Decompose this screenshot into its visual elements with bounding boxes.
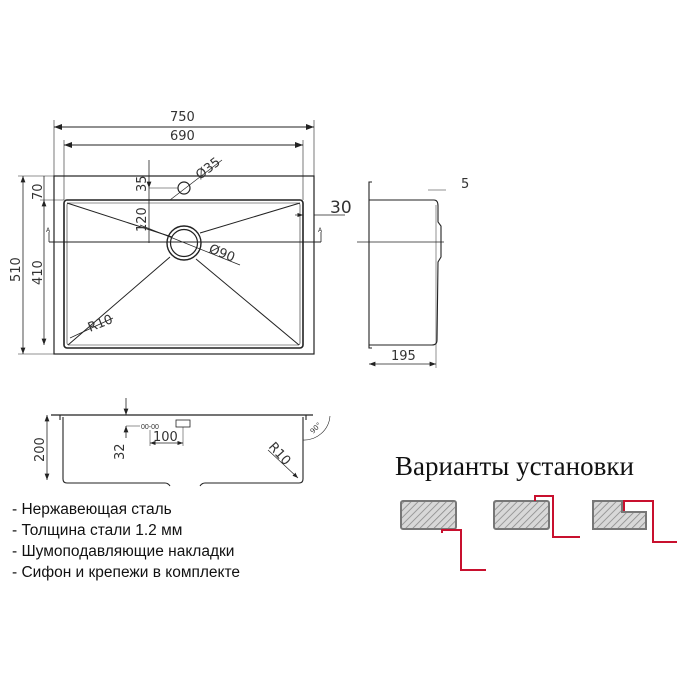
dim-overflow-offset: 32 bbox=[113, 443, 128, 460]
dim-overall-width: 750 bbox=[170, 110, 195, 125]
side-view bbox=[357, 181, 446, 368]
dim-faucet-offset: 35 bbox=[135, 175, 150, 192]
feature-item: - Толщина стали 1.2 мм bbox=[12, 522, 183, 539]
dim-rim-depth: 70 bbox=[31, 183, 46, 200]
feature-item: - Сифон и крепежи в комплекте bbox=[12, 564, 241, 581]
dim-flange: 5 bbox=[461, 177, 469, 192]
feature-item: - Шумоподавляющие накладки bbox=[12, 543, 235, 560]
top-view-labels: 750 690 Ø35 35 70 120 Ø90 510 410 R10 30… bbox=[9, 110, 352, 336]
install-variant-overmount bbox=[493, 495, 580, 538]
dim-section-radius: R10 bbox=[265, 440, 293, 469]
dim-rim-edge: 30 bbox=[330, 198, 352, 218]
section-view: 00-00 bbox=[44, 398, 331, 487]
dim-drain-offset: 120 bbox=[135, 207, 150, 232]
install-variant-undermount bbox=[400, 500, 486, 571]
dim-overflow-spacing: 100 bbox=[153, 430, 178, 445]
dim-drain: Ø90 bbox=[207, 242, 237, 266]
top-view bbox=[18, 120, 345, 355]
dim-corner-radius: R10 bbox=[86, 312, 115, 335]
section-mark-left: A bbox=[46, 227, 51, 234]
dim-angle: 90° bbox=[309, 421, 323, 435]
feature-item: - Нержавеющая сталь bbox=[12, 501, 172, 518]
svg-text:00-00: 00-00 bbox=[141, 424, 159, 431]
dim-overall-depth: 510 bbox=[9, 257, 24, 282]
side-view-labels: 5 195 bbox=[391, 177, 469, 364]
section-mark-right: A bbox=[318, 227, 323, 234]
install-variant-flush-mount bbox=[592, 500, 677, 543]
section-view-labels: 200 32 100 R10 90° bbox=[33, 421, 323, 469]
install-options-title: Варианты установки bbox=[395, 451, 634, 481]
dim-inner-depth: 410 bbox=[31, 260, 46, 285]
feature-list: - Нержавеющая сталь - Толщина стали 1.2 … bbox=[12, 499, 240, 583]
dim-side-depth: 195 bbox=[391, 349, 416, 364]
dim-inner-width: 690 bbox=[170, 129, 195, 144]
dim-section-height: 200 bbox=[33, 437, 48, 462]
